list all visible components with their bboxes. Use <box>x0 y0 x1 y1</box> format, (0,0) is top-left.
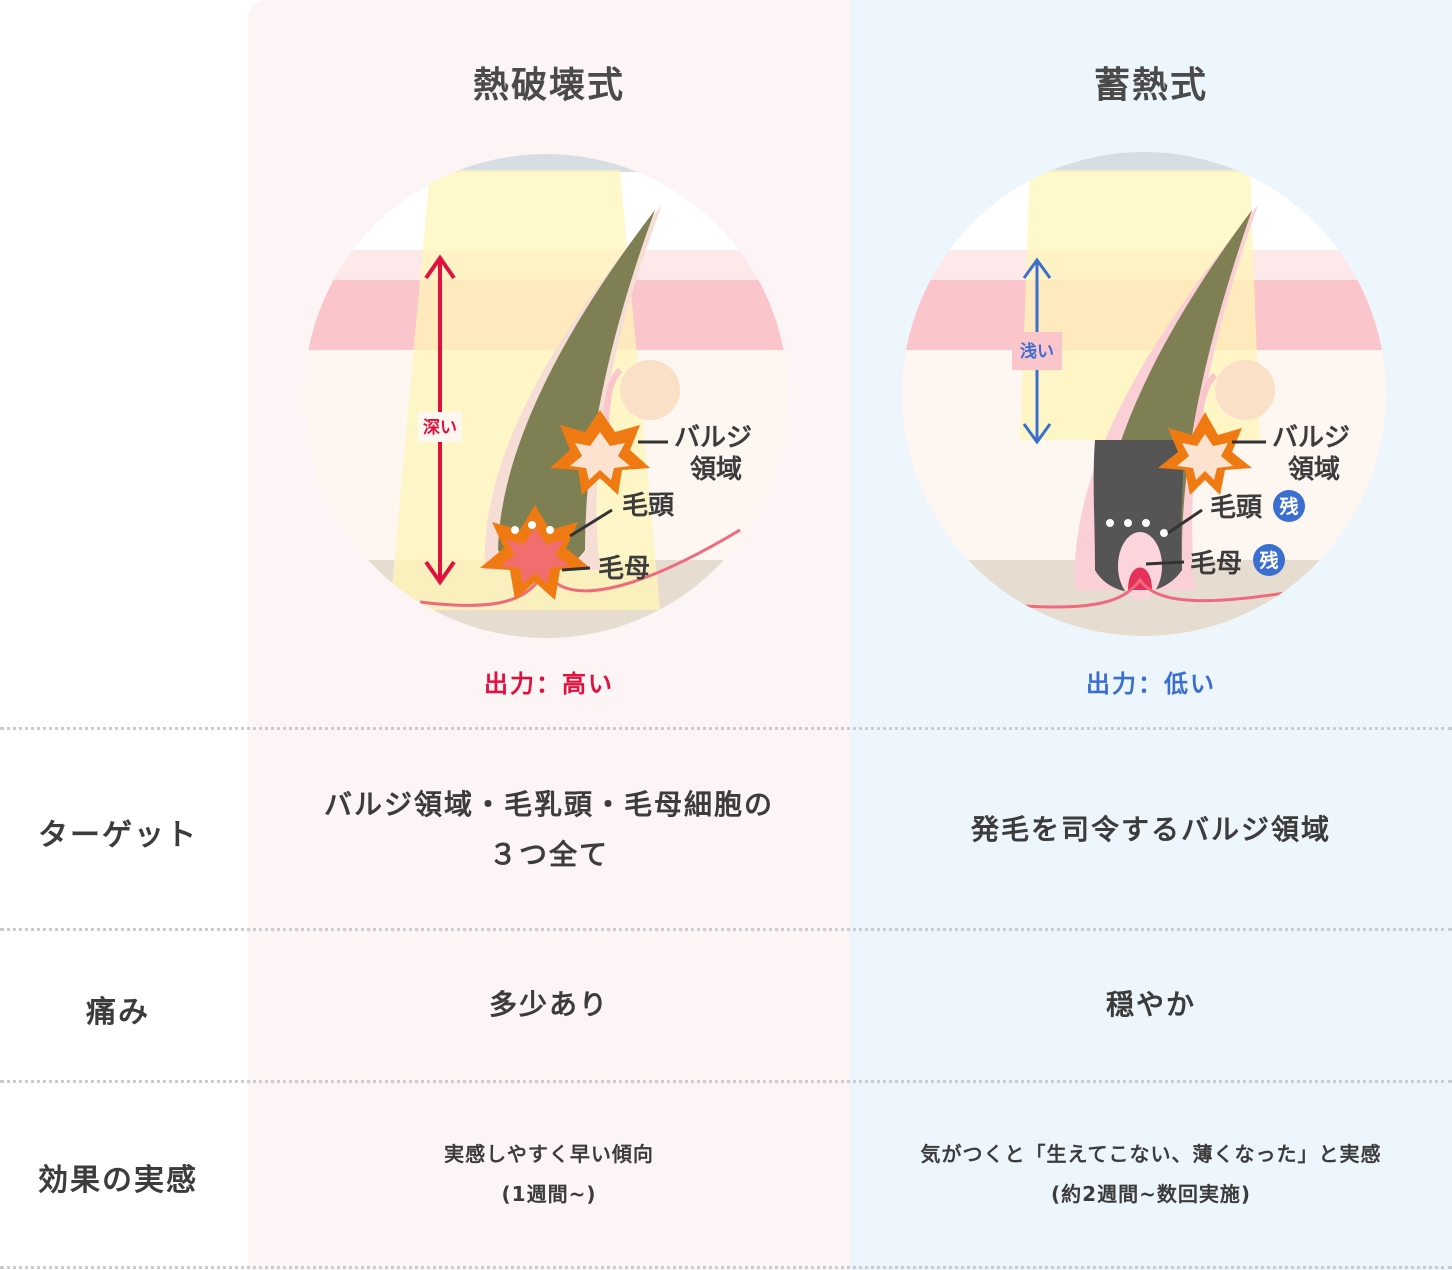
depth-label-deep: 深い <box>423 417 457 438</box>
label-bulge-region: 領域 <box>690 454 742 485</box>
arrow-shallow: 浅い <box>1012 257 1062 445</box>
label-bulge: バルジ <box>1272 423 1350 453</box>
cell-pain-heat-destruction: 多少あり <box>248 980 850 1030</box>
row-label-effect: 効果の実感 <box>38 1163 198 1198</box>
depth-label-shallow: 浅い <box>1020 341 1054 362</box>
label-matrix: 毛母 <box>598 554 650 584</box>
label-bulge: バルジ <box>674 423 752 453</box>
cell-pain-heat-storage: 穏やか <box>850 980 1452 1030</box>
row-divider <box>0 1266 1452 1269</box>
cell-target-heat-destruction: バルジ領域・毛乳頭・毛母細胞の ３つ全て <box>248 780 850 880</box>
label-matrix: 毛母 <box>1190 549 1242 579</box>
row-divider <box>0 727 1452 730</box>
cell-line: 気がつくと「生えてこない、薄くなった」と実感 <box>920 1142 1382 1166</box>
remain-badge-text: 残 <box>1279 495 1298 518</box>
column-title-heat-destruction: 熱破壊式 <box>472 65 625 106</box>
arrow-deep: 深い <box>418 254 462 586</box>
row-divider <box>0 928 1452 931</box>
cell-line: 多少あり <box>488 988 609 1021</box>
cell-effect-heat-destruction: 実感しやすく早い傾向 (1週間~) <box>248 1134 850 1214</box>
row-label-pain: 痛み <box>86 995 150 1030</box>
cell-line: 実感しやすく早い傾向 <box>444 1142 654 1166</box>
cell-line: バルジ領域・毛乳頭・毛母細胞の <box>323 788 774 821</box>
power-high: 出力：高い <box>484 670 614 698</box>
power-low: 出力：低い <box>1086 670 1216 698</box>
cell-line: 発毛を司令するバルジ領域 <box>970 813 1331 846</box>
hair-follicle-diagram-heat-storage: 浅い バルジ 領域 毛頭 残 毛母 残 <box>902 152 1386 636</box>
cell-line: (約2週間~数回実施) <box>1051 1182 1251 1206</box>
remain-badge-text: 残 <box>1259 549 1278 572</box>
cell-line: ３つ全て <box>488 838 609 871</box>
cell-line: (1週間~) <box>501 1182 597 1206</box>
label-papilla: 毛頭 <box>1210 493 1263 523</box>
label-papilla: 毛頭 <box>622 491 675 521</box>
column-title-heat-storage: 蓄熱式 <box>1093 65 1208 106</box>
remain-badge <box>1273 490 1305 522</box>
cell-line: 穏やか <box>1105 988 1196 1021</box>
cell-effect-heat-storage: 気がつくと「生えてこない、薄くなった」と実感 (約2週間~数回実施) <box>850 1134 1452 1214</box>
hair-follicle-diagram-heat-destruction: 深い バルジ 領域 毛頭 毛母 <box>304 154 788 638</box>
remain-badge <box>1253 544 1285 576</box>
cell-target-heat-storage: 発毛を司令するバルジ領域 <box>850 805 1452 855</box>
row-divider <box>0 1080 1452 1083</box>
row-label-target: ターゲット <box>38 818 198 853</box>
label-bulge-region: 領域 <box>1288 454 1340 485</box>
